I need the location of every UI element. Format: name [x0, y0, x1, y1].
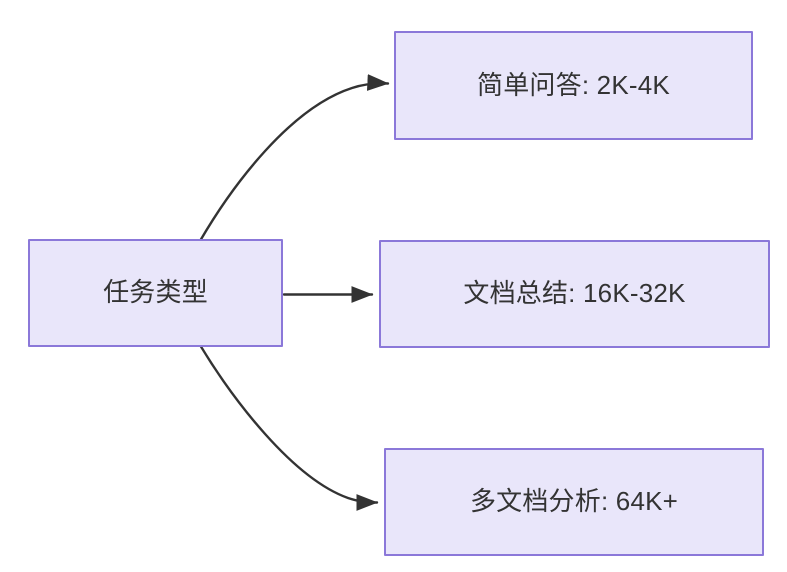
node-document-summary-label: 文档总结: 16K-32K	[463, 278, 686, 309]
edge-root-simple-qa	[198, 74, 390, 243]
node-simple-qa-label: 简单问答: 2K-4K	[477, 69, 670, 100]
edge-root-multi-doc	[198, 343, 379, 511]
node-document-summary[interactable]: 文档总结: 16K-32K	[379, 240, 770, 348]
node-multi-document-analysis-label: 多文档分析: 64K+	[469, 486, 679, 517]
node-simple-qa[interactable]: 简单问答: 2K-4K	[394, 31, 753, 140]
node-task-type[interactable]: 任务类型	[28, 239, 283, 347]
node-multi-document-analysis[interactable]: 多文档分析: 64K+	[384, 448, 764, 556]
node-task-type-label: 任务类型	[103, 277, 208, 308]
